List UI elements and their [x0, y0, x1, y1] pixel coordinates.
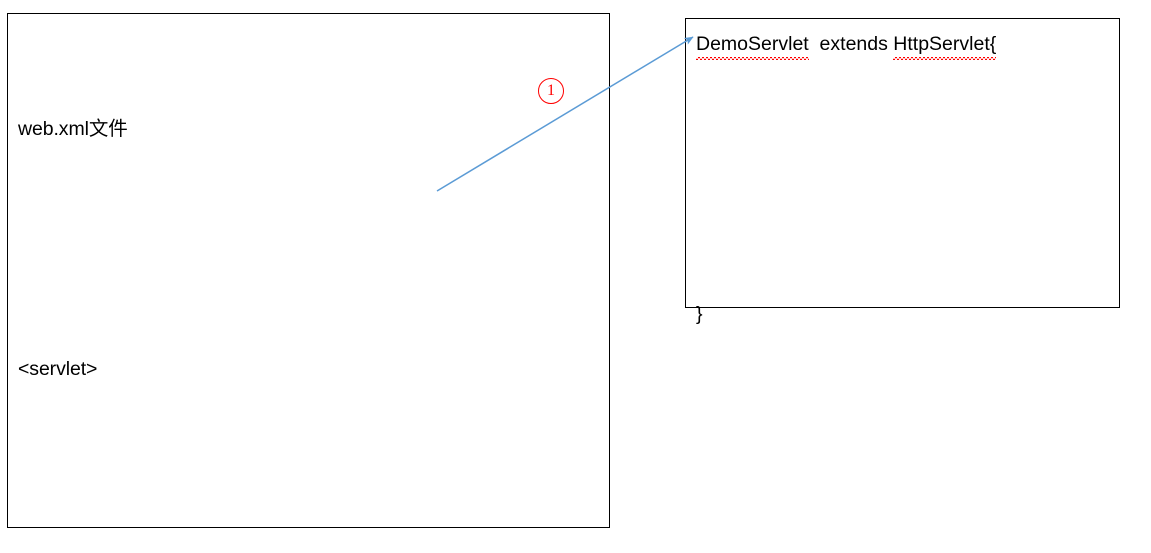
annotation-marker-one: 1	[538, 78, 564, 104]
code-line-title: web.xml文件	[18, 118, 128, 140]
web-xml-panel: web.xml文件 <servlet> <servlet-name>demo</…	[7, 13, 610, 528]
java-closing-brace: }	[696, 303, 703, 325]
java-extends-keyword: extends	[808, 33, 894, 55]
java-body-blank-1	[696, 119, 996, 149]
java-class-code: DemoServlet extends HttpServlet{ }	[696, 29, 996, 389]
java-superclass-misspelled: HttpServlet{	[893, 29, 996, 60]
java-class-declaration-line: DemoServlet extends HttpServlet{	[696, 29, 996, 60]
code-line-blank-2	[18, 474, 605, 504]
code-line-servlet-open: <servlet>	[18, 358, 98, 380]
java-class-name-misspelled: DemoServlet	[696, 29, 809, 60]
java-class-panel: DemoServlet extends HttpServlet{ }	[685, 18, 1120, 325]
java-body-blank-2	[696, 209, 996, 239]
code-line-blank-1	[18, 234, 605, 264]
web-xml-code: web.xml文件 <servlet> <servlet-name>demo</…	[18, 24, 605, 553]
